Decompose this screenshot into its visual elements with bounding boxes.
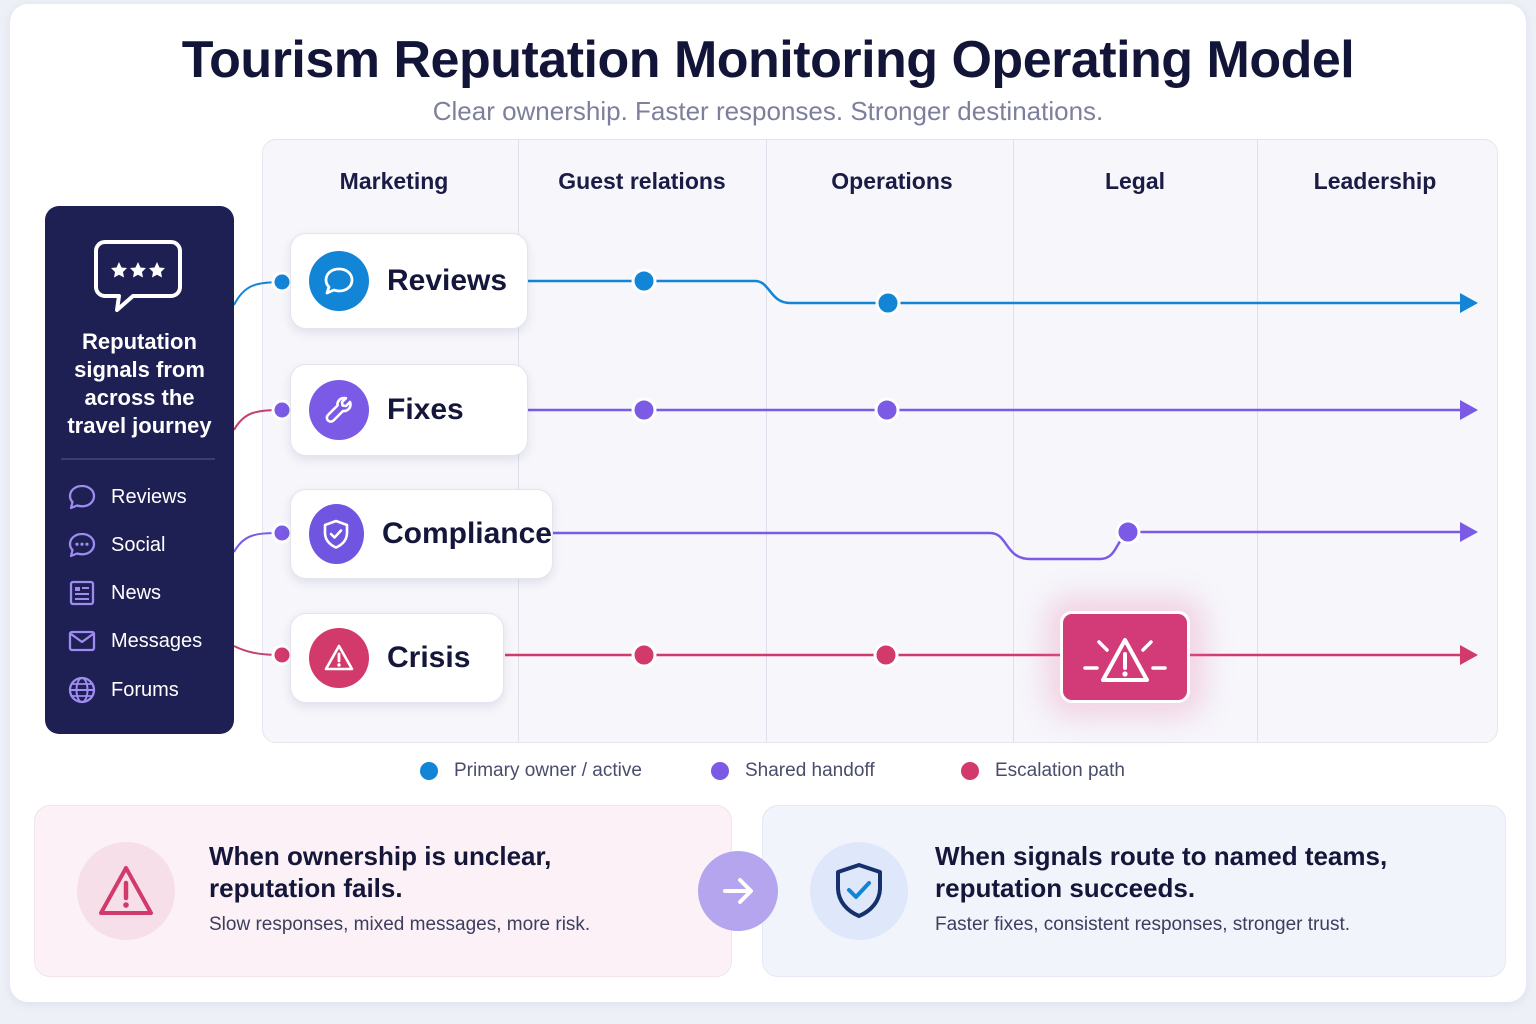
sidebar-heading-line: signals from [74,357,205,382]
envelope-icon [68,630,96,652]
page-subtitle: Clear ownership. Faster responses. Stron… [432,96,1104,126]
legend-dot [961,762,979,780]
rating-chat-icon [93,238,183,319]
legend-item-escalation: Escalation path [961,760,1125,782]
column-header-marketing: Marketing [339,168,449,194]
outcome-fail-panel: When ownership is unclear, reputation fa… [34,805,732,977]
sidebar-heading: Reputation signals from across the trave… [45,328,234,440]
sidebar-item-label: Reviews [111,485,187,508]
outcome-success-heading: When signals route to named teams, reput… [935,840,1387,904]
stream-label: Crisis [387,641,471,674]
sidebar-item-label: Social [111,533,166,556]
globe-icon [68,676,96,704]
legend-label: Primary owner / active [454,760,642,781]
outcome-fail-detail: Slow responses, mixed messages, more ris… [209,914,591,935]
reviews-entry-dot [271,271,293,293]
fixes-arrowhead [1460,400,1478,420]
stream-compliance[interactable]: Compliance [290,489,553,579]
sidebar-item-label: News [111,581,162,604]
column-header-legal: Legal [1104,168,1166,194]
sidebar-item-label: Messages [111,629,203,652]
legend-label: Escalation path [995,760,1125,781]
column-header-guest-relations: Guest relations [558,168,726,194]
stream-label: Compliance [381,517,552,550]
stream-crisis[interactable]: Crisis [290,613,504,703]
stream-label: Fixes [387,393,464,426]
warning-icon [309,628,369,688]
column-divider [1257,140,1258,742]
alert-warning-icon [1083,638,1167,682]
column-divider [766,140,767,742]
crisis-checkpoint-operations [873,642,899,668]
reviews-arrowhead [1460,293,1478,313]
heading-line: When signals route to named teams, [935,841,1388,871]
sidebar-item-news[interactable]: News [67,578,161,608]
reviews-checkpoint-operations [875,290,901,316]
sidebar-item-label: Forums [111,678,179,701]
sidebar-item-messages[interactable]: Messages [67,626,202,656]
reviews-flow-line [528,279,1462,305]
crisis-checkpoint-guest-relations [631,642,657,668]
stream-label: Reviews [387,264,508,297]
column-header-operations: Operations [831,168,953,194]
compliance-checkpoint-legal [1115,519,1141,545]
sidebar-item-forums[interactable]: Forums [67,675,179,705]
signals-sidebar: Reputation signals from across the trave… [45,206,234,734]
outcome-success-panel: When signals route to named teams, reput… [762,805,1506,977]
fixes-entry-dot [271,399,293,421]
arrow-right-icon [698,851,778,931]
stream-reviews[interactable]: Reviews [290,233,528,329]
sidebar-heading-line: Reputation [82,329,197,354]
sidebar-item-reviews[interactable]: Reviews [67,482,187,512]
outcome-fail-heading: When ownership is unclear, reputation fa… [209,840,551,904]
sidebar-item-social[interactable]: Social [67,530,165,560]
heading-line: reputation fails. [209,873,403,903]
legend-item-primary: Primary owner / active [420,760,642,782]
crisis-arrowhead [1460,645,1478,665]
reviews-checkpoint-guest-relations [631,268,657,294]
stream-fixes[interactable]: Fixes [290,364,528,456]
shield-check-icon [309,504,364,564]
heading-line: When ownership is unclear, [209,841,552,871]
sidebar-heading-line: across the [84,385,195,410]
fixes-checkpoint-guest-relations [631,397,657,423]
wrench-icon [309,380,369,440]
warning-icon [77,842,175,940]
newspaper-icon [69,580,95,606]
crisis-escalation-alert [1060,611,1190,703]
column-header-leadership: Leadership [1313,168,1437,194]
page-title: Tourism Reputation Monitoring Operating … [181,31,1355,89]
column-divider [1013,140,1014,742]
heading-line: reputation succeeds. [935,873,1196,903]
fixes-checkpoint-operations [874,397,900,423]
compliance-entry-dot [271,522,293,544]
chat-bubble-icon [68,484,96,510]
outcome-success-detail: Faster fixes, consistent responses, stro… [935,914,1351,935]
crisis-entry-dot [271,644,293,666]
compliance-flow-line [553,530,1462,561]
compliance-arrowhead [1460,522,1478,542]
legend-dot [711,762,729,780]
comment-dots-icon [68,532,96,558]
sidebar-divider [61,458,215,460]
legend-item-handoff: Shared handoff [711,760,875,782]
legend-dot [420,762,438,780]
chat-bubble-icon [309,251,369,311]
shield-check-icon [810,842,908,940]
sidebar-heading-line: travel journey [67,413,212,438]
legend-label: Shared handoff [745,760,875,781]
